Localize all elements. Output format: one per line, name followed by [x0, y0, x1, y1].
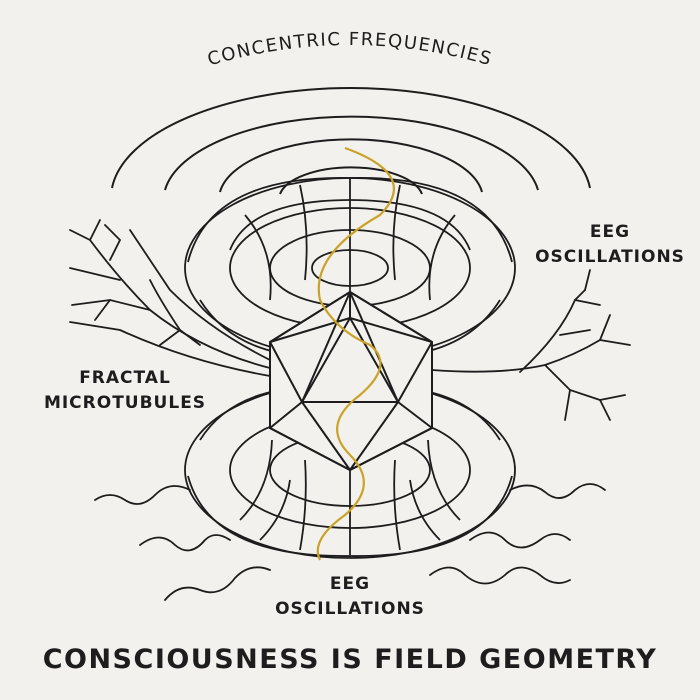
eeg-bottom-line1: EEG	[329, 574, 371, 594]
eeg-bottom-line2: OSCILLATIONS	[275, 599, 425, 619]
icosahedron-icon	[269, 290, 433, 472]
concentric-frequencies-label: CONCENTRIC FREQUENCIES	[205, 29, 494, 70]
svg-text:CONCENTRIC FREQUENCIES: CONCENTRIC FREQUENCIES	[205, 29, 494, 70]
eeg-right-line2: OSCILLATIONS	[535, 247, 685, 267]
fractal-line1: FRACTAL	[79, 368, 171, 388]
fractal-line2: MICROTUBULES	[43, 393, 207, 413]
eeg-oscillations-right-label: EEG OSCILLATIONS	[520, 220, 700, 270]
main-title: CONSCIOUSNESS IS FIELD GEOMETRY	[42, 644, 658, 675]
wave-lines-icon	[94, 483, 606, 601]
lower-torus-icon	[184, 381, 516, 559]
fractal-microtubules-label: FRACTAL MICROTUBULES	[40, 366, 210, 416]
gold-sine-wave-icon	[316, 146, 395, 561]
fractal-branches-right-icon	[431, 269, 631, 421]
eeg-right-line1: EEG	[589, 222, 631, 242]
fractal-branches-left-icon	[69, 219, 271, 377]
eeg-oscillations-bottom-label: EEG OSCILLATIONS	[260, 572, 440, 622]
